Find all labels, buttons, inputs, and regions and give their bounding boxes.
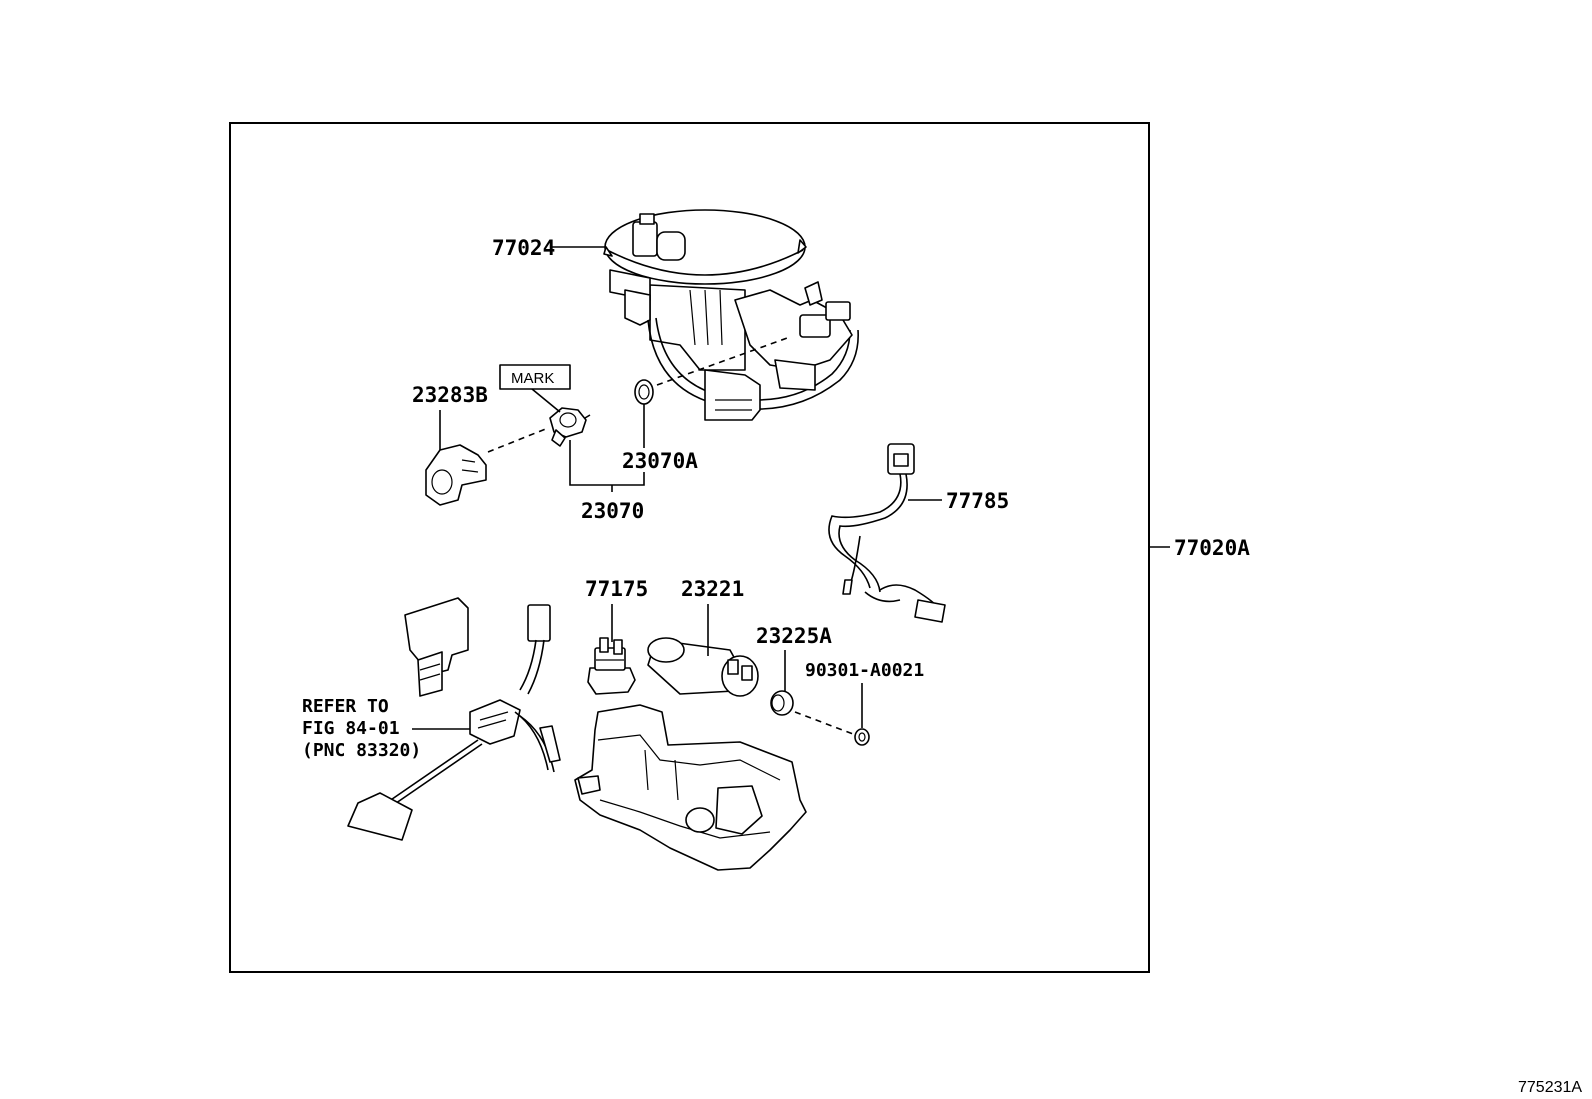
callout-23283B[interactable]: 23283B [412,383,488,450]
label-77020A: 77020A [1174,536,1250,560]
callout-23221[interactable]: 23221 [681,577,744,656]
part-77175-holder [587,637,636,695]
refer-note-line2: FIG 84-01 [302,718,400,739]
label-23283B: 23283B [412,383,488,407]
assembly-line-oring [656,336,791,386]
part-77785-wire-harness [828,443,946,623]
part-23221-fuel-pump [647,637,759,697]
callout-77024[interactable]: 77024 [492,236,606,260]
part-23225A-filter [770,690,794,716]
callout-refer-note[interactable]: REFER TO FIG 84-01 (PNC 83320) [302,696,470,761]
label-77785: 77785 [946,489,1009,513]
callout-77175[interactable]: 77175 [585,577,648,642]
assembly-line-clip [487,427,549,453]
part-23070A-o-ring [634,379,654,405]
callout-77785[interactable]: 77785 [908,489,1009,513]
assembly-line-filter [794,711,854,735]
label-23070: 23070 [581,499,644,523]
callout-77020A[interactable]: 77020A [1149,536,1250,560]
mark-tag: MARK [499,364,571,413]
part-sender-gauge-cover [404,597,469,697]
label-77024: 77024 [492,236,555,260]
part-77024-pump-module [603,209,859,421]
part-reservoir-cup [574,704,807,871]
refer-note-line3: (PNC 83320) [302,740,421,761]
callout-23225A[interactable]: 23225A [756,624,832,691]
callout-23070A[interactable]: 23070A [622,404,698,473]
part-23283B-clip [425,444,487,506]
label-77175: 77175 [585,577,648,601]
part-90301-A0021-o-ring [854,728,870,746]
mark-label: MARK [511,370,554,387]
label-23221: 23221 [681,577,744,601]
part-sender-gauge [347,604,561,841]
callout-90301-A0021[interactable]: 90301-A0021 [805,660,924,728]
figure-id: 775231A [1518,1079,1582,1096]
refer-note-line1: REFER TO [302,696,389,717]
label-23070A: 23070A [622,449,698,473]
label-90301-A0021: 90301-A0021 [805,660,924,681]
label-23225A: 23225A [756,624,832,648]
part-23070-fitting [549,407,591,447]
callout-23070[interactable]: 23070 [569,440,645,523]
